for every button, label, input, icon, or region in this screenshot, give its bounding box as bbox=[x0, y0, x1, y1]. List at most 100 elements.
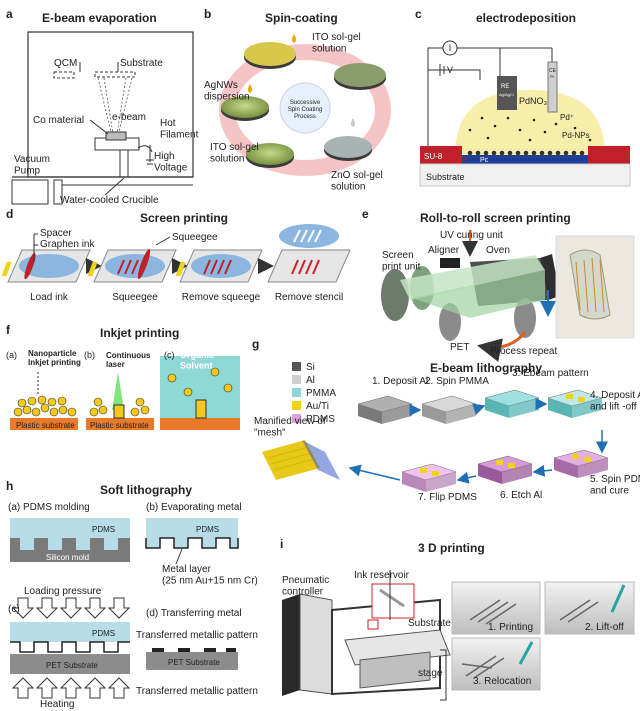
printed-line bbox=[138, 259, 146, 275]
label-su8: SU-8 bbox=[424, 152, 443, 161]
label-metal-layer: Metal layer(25 nm Au+15 nm Cr) bbox=[162, 564, 258, 587]
panel-b-title: Spin-coating bbox=[265, 11, 338, 25]
nanoparticles bbox=[13, 395, 77, 417]
label-pdms2: PDMS bbox=[196, 525, 219, 534]
litho-step-6 bbox=[477, 455, 533, 484]
panel-b-letter: b bbox=[204, 7, 211, 21]
label-substrate-i: Substrate bbox=[408, 618, 451, 629]
ammeter-icon bbox=[442, 40, 458, 56]
gold-pad bbox=[432, 471, 439, 476]
reservoir-zoom bbox=[371, 583, 415, 619]
panel-e-letter: e bbox=[362, 207, 369, 221]
label-ce: CE bbox=[549, 68, 557, 74]
panel-h-letter: h bbox=[6, 479, 13, 493]
printed-line bbox=[224, 259, 232, 275]
reference-electrode bbox=[497, 76, 517, 110]
litho-step-3 bbox=[484, 389, 540, 418]
pdms-block-a bbox=[10, 518, 130, 538]
printed-line bbox=[305, 259, 313, 275]
label-transferred1: Transferred metallic pattern bbox=[136, 630, 258, 641]
label-h-b: (b) Evaporating metal bbox=[146, 502, 242, 513]
screen-step-label: Squeegee bbox=[112, 292, 158, 303]
label-stage: stage bbox=[418, 668, 443, 679]
panel-h: h Soft lithography (a) PDMS molding (b) … bbox=[6, 479, 258, 710]
litho-arrow bbox=[348, 464, 401, 481]
litho-step-label: 2. Spin PMMA bbox=[425, 376, 489, 387]
panel-i-title: 3 D printing bbox=[418, 541, 485, 555]
roll-left bbox=[381, 269, 409, 321]
plastic-substrate-a bbox=[10, 418, 78, 430]
label-loading: Loading pressure bbox=[24, 586, 102, 597]
label-voltage: V bbox=[447, 65, 453, 75]
label-h-a: (a) PDMS molding bbox=[8, 502, 90, 513]
wafer-side bbox=[402, 472, 426, 492]
label-i-step-1: 1. Printing bbox=[488, 622, 533, 633]
wafer-side bbox=[548, 398, 572, 418]
printed-line bbox=[117, 259, 125, 275]
litho-step-label: 4. Deposit Au/Tiand lift -off bbox=[590, 390, 640, 413]
label-re-sub: Ag/AgCl bbox=[499, 92, 514, 97]
printed-line bbox=[210, 259, 218, 275]
wafer-side bbox=[485, 398, 509, 418]
label-h-d: (d) Transferring metal bbox=[146, 608, 242, 619]
litho-step-1 bbox=[357, 395, 413, 424]
label-i-step-3: 3. Relocation bbox=[473, 676, 531, 687]
panel-a-letter: a bbox=[6, 7, 13, 21]
label-pet-e: PET bbox=[450, 342, 469, 353]
screen-step-3: Remove squeege bbox=[87, 249, 263, 303]
panel-a-title: E-beam evaporation bbox=[42, 11, 157, 25]
printed-line bbox=[291, 259, 299, 275]
gold-pad bbox=[508, 463, 515, 468]
panel-g-title: E-beam lithography bbox=[430, 361, 542, 375]
label-manified: Manified view of"mesh" bbox=[254, 416, 326, 439]
litho-step-5 bbox=[553, 449, 609, 478]
label-spacer: Spacer bbox=[40, 228, 72, 239]
printed-line bbox=[298, 259, 306, 275]
label-transferred2: Transferred metallic pattern bbox=[136, 686, 258, 697]
label-pd-ion: Pd⁺ bbox=[560, 113, 574, 122]
panel-f: f Inkjet printing (a) (b) (c) Nanopartic… bbox=[6, 323, 240, 430]
label-qcm: QCM bbox=[54, 58, 77, 69]
label-co-material: Co material bbox=[33, 115, 84, 126]
pc-layer bbox=[462, 155, 588, 164]
panel-e: e Roll-to-roll screen printing UV curing… bbox=[362, 207, 635, 362]
label-squeegee-top: Squeegee bbox=[172, 232, 218, 243]
panel-c: c electrodeposition I V RE Ag/AgCl CE Pt… bbox=[415, 7, 631, 187]
pet-substrate-d bbox=[146, 652, 238, 670]
label-current: I bbox=[449, 43, 452, 53]
panel-d-title: Screen printing bbox=[140, 211, 228, 225]
label-oven: Oven bbox=[486, 245, 510, 256]
litho-step-7 bbox=[401, 463, 457, 492]
electrolyte bbox=[455, 90, 605, 155]
qcm-sensor bbox=[53, 71, 75, 79]
label-silicon: Silicon mold bbox=[46, 553, 89, 562]
litho-step-label: 7. Flip PDMS bbox=[418, 492, 477, 503]
laser-beam bbox=[112, 372, 124, 410]
gold-pad bbox=[496, 460, 503, 465]
pressure-arrows bbox=[11, 597, 131, 699]
litho-step-4 bbox=[547, 389, 603, 418]
label-i-step-2: 2. Lift-off bbox=[585, 622, 624, 633]
gold-pad bbox=[420, 468, 427, 473]
panel-a: a E-beam evaporation QCM Substrate Co ma… bbox=[6, 7, 199, 206]
label-pet1: PET Substrate bbox=[46, 661, 98, 670]
gold-pad bbox=[566, 394, 573, 399]
printed-line bbox=[124, 259, 132, 275]
label-f-a: (a) bbox=[6, 350, 17, 360]
aligner-block bbox=[440, 258, 460, 268]
label-plastic-a: Plastic substrate bbox=[16, 421, 75, 430]
legend-label: Si bbox=[306, 362, 315, 373]
litho-step-label: 3. Ebeam pattern bbox=[512, 368, 589, 379]
legend-swatch-pdms bbox=[292, 414, 301, 423]
panel-h-title: Soft lithography bbox=[100, 483, 192, 497]
label-graphen-ink: Graphen ink bbox=[40, 239, 95, 250]
label-ce-sub: Pt bbox=[550, 74, 555, 79]
